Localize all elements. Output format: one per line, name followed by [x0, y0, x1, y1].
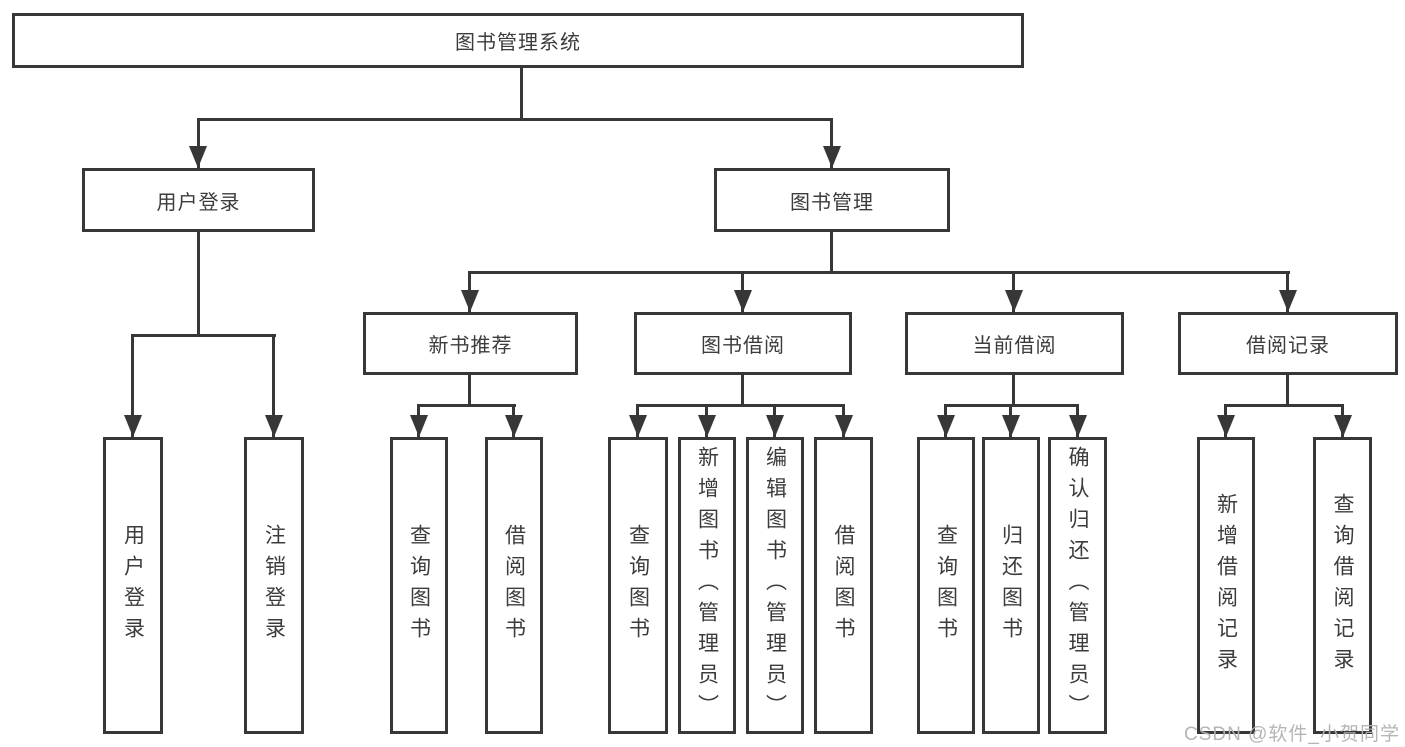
csdn-watermark: CSDN @软件_小贺同学: [1184, 724, 1400, 745]
connector-line: [468, 271, 1290, 274]
leaf-bb-query-books: 查询图书: [608, 437, 668, 734]
arrow-down-icon: [698, 415, 716, 437]
node-user-login: 用户登录: [82, 168, 315, 232]
arrow-down-icon: [766, 415, 784, 437]
connector-line: [1012, 375, 1015, 406]
arrow-down-icon: [1002, 415, 1020, 437]
arrow-down-icon: [1005, 290, 1023, 312]
node-borrowing-records: 借阅记录: [1178, 312, 1398, 375]
arrow-down-icon: [1279, 290, 1297, 312]
arrow-down-icon: [1069, 415, 1087, 437]
arrow-down-icon: [734, 290, 752, 312]
connector-line: [830, 232, 833, 274]
arrow-down-icon: [835, 415, 853, 437]
leaf-br-add-record: 新增借阅记录: [1197, 437, 1255, 734]
connector-line: [417, 404, 516, 407]
arrow-down-icon: [505, 415, 523, 437]
connector-line: [197, 118, 833, 121]
connector-line: [131, 334, 276, 337]
connector-line: [1224, 404, 1344, 407]
node-library-system: 图书管理系统: [12, 13, 1024, 68]
connector-line: [197, 232, 200, 337]
leaf-bb-edit-books-admin: 编辑图书（管理员）: [746, 437, 804, 734]
arrow-down-icon: [265, 415, 283, 437]
leaf-cb-return-books: 归还图书: [982, 437, 1040, 734]
arrow-down-icon: [124, 415, 142, 437]
leaf-cb-query-books: 查询图书: [917, 437, 975, 734]
connector-line: [741, 375, 744, 406]
arrow-down-icon: [823, 146, 841, 168]
leaf-nb-borrow-books: 借阅图书: [485, 437, 543, 734]
arrow-down-icon: [189, 146, 207, 168]
connector-line: [1286, 375, 1289, 406]
leaf-logout: 注销登录: [244, 437, 304, 734]
leaf-br-query-record: 查询借阅记录: [1313, 437, 1372, 734]
arrow-down-icon: [410, 415, 428, 437]
arrow-down-icon: [629, 415, 647, 437]
leaf-bb-add-books-admin: 新增图书（管理员）: [678, 437, 736, 734]
node-current-borrowing: 当前借阅: [905, 312, 1124, 375]
leaf-user-login: 用户登录: [103, 437, 163, 734]
arrow-down-icon: [937, 415, 955, 437]
connector-line: [830, 118, 833, 168]
connector-line: [272, 334, 275, 437]
node-book-borrowing: 图书借阅: [634, 312, 852, 375]
node-new-book-recommend: 新书推荐: [363, 312, 578, 375]
leaf-cb-confirm-return-admin: 确认归还（管理员）: [1048, 437, 1107, 734]
arrow-down-icon: [1217, 415, 1235, 437]
leaf-nb-query-books: 查询图书: [390, 437, 448, 734]
leaf-bb-borrow-books: 借阅图书: [814, 437, 873, 734]
connector-line: [636, 404, 845, 407]
node-book-management: 图书管理: [714, 168, 950, 232]
arrow-down-icon: [1334, 415, 1352, 437]
connector-line: [197, 118, 200, 168]
connector-line: [520, 66, 523, 121]
connector-line: [131, 334, 134, 437]
arrow-down-icon: [461, 290, 479, 312]
connector-line: [468, 375, 471, 406]
